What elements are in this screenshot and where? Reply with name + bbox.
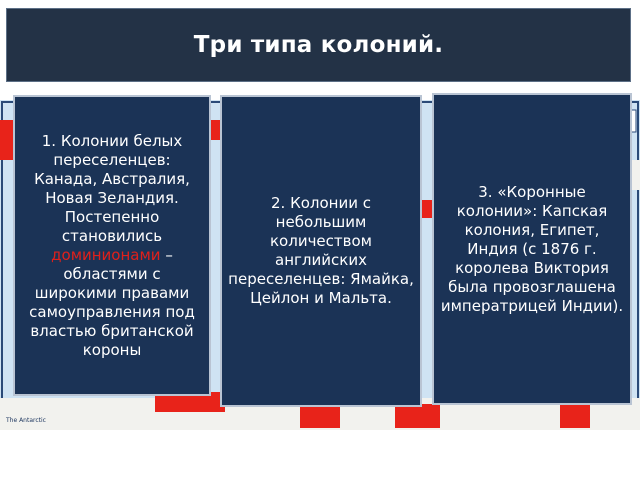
card-1-text-before: 1. Колонии белых переселенцев: Канада, А…	[34, 131, 190, 245]
colony-type-card-1: 1. Колонии белых переселенцев: Канада, А…	[13, 95, 211, 396]
card-2-text: 2. Колонии с небольшим количеством англи…	[228, 194, 414, 307]
colony-type-card-2: 2. Колонии с небольшим количеством англи…	[220, 95, 422, 407]
map-territory-left	[0, 120, 16, 160]
map-caption: The Antarctic	[5, 417, 46, 424]
card-3-text: 3. «Коронные колонии»: Капская колония, …	[440, 182, 624, 315]
map-claim-1	[155, 392, 225, 412]
slide-title: Три типа колоний.	[193, 32, 444, 58]
map-claim-4	[560, 402, 590, 428]
map-claim-3	[395, 404, 440, 428]
colony-type-card-3: 3. «Коронные колонии»: Капская колония, …	[432, 93, 632, 405]
card-1-text: 1. Колонии белых переселенцев: Канада, А…	[21, 132, 203, 360]
title-bar: Три типа колоний.	[6, 8, 631, 82]
card-1-text-after: – областями с широкими правами самоуправ…	[29, 245, 195, 359]
card-1-highlight: доминионами	[51, 245, 161, 264]
